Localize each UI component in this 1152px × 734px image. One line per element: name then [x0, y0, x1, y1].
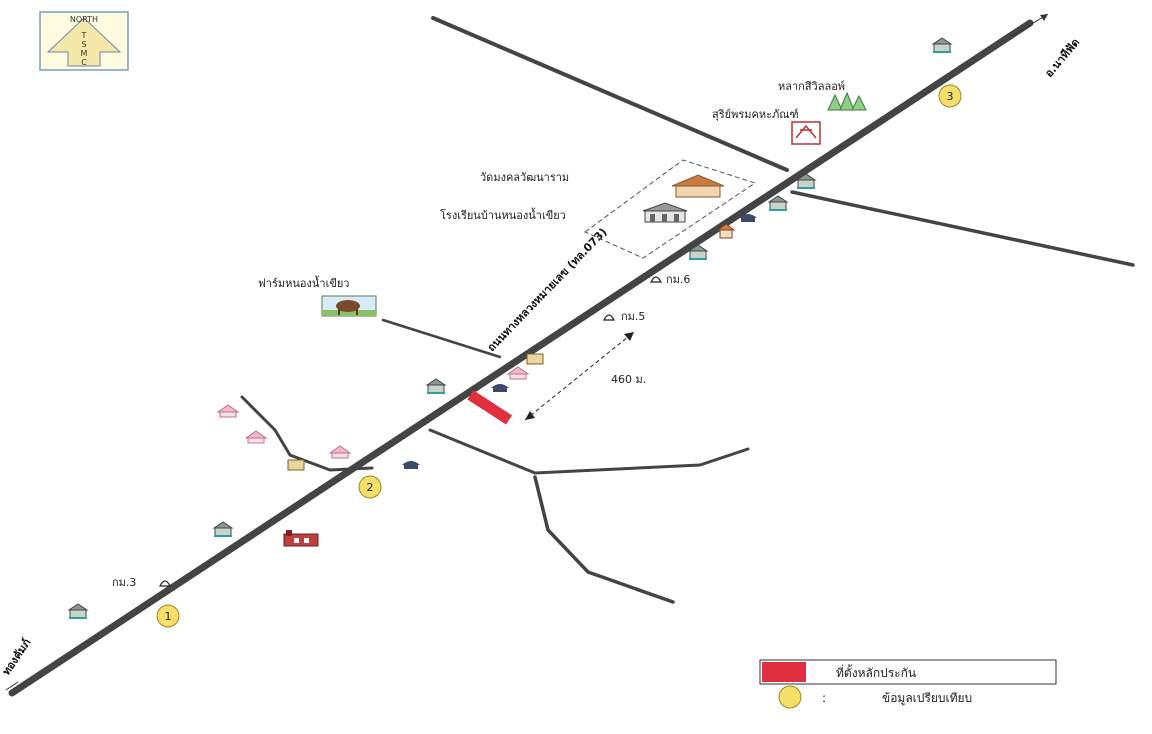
road-south-east — [428, 428, 750, 475]
farm-label: ฟาร์มหนองน้ำเขียว — [258, 275, 349, 290]
point-2-label: 2 — [367, 481, 374, 494]
km-marker-5: กม.5 — [603, 310, 645, 323]
legend-collateral-swatch — [762, 662, 806, 682]
road-farm — [381, 318, 502, 359]
north-destination: อ.นาทีฟัด — [1042, 36, 1082, 80]
legend-comparison-swatch — [778, 685, 802, 709]
km3-label: กม.3 — [112, 576, 136, 589]
road-south-west — [240, 395, 374, 472]
school-label: โรงเรียนบ้านหนองน้ำเขียว — [440, 207, 566, 222]
road-network — [8, 16, 1135, 697]
house-icon — [931, 37, 953, 53]
point-3-label: 3 — [947, 90, 954, 103]
farm-icon — [321, 295, 377, 317]
house-icon — [216, 404, 240, 418]
house-icon — [767, 195, 789, 211]
temple-area — [584, 159, 757, 259]
comparison-point-2: 2 — [358, 475, 382, 499]
house-icon — [716, 223, 736, 239]
compass-letter-2: S — [81, 40, 86, 49]
compass-letter-4: C — [81, 58, 87, 67]
distance-label: 460 ม. — [611, 373, 646, 386]
house-icon — [687, 244, 709, 260]
house-icons — [67, 37, 953, 619]
house-icon — [67, 603, 89, 619]
house-icon — [244, 430, 268, 444]
road-north-west — [431, 16, 789, 172]
compass-letter-3: M — [81, 49, 88, 58]
road-south — [533, 475, 675, 604]
main-highway — [8, 19, 1034, 697]
compass-title: NORTH — [70, 15, 98, 24]
tree-icon — [827, 91, 867, 111]
temple-icon — [671, 174, 725, 198]
north-compass: NORTH T S M C — [39, 11, 129, 71]
road-east — [790, 190, 1135, 267]
house-icon — [739, 214, 757, 222]
house-icon — [402, 461, 420, 469]
km-marker-3: กม.3 — [112, 576, 171, 589]
map-legend: ที่ตั้งหลักประกัน : ข้อมูลเปรียบเทียบ — [759, 659, 1057, 709]
comparison-point-1: 1 — [156, 604, 180, 628]
temple-label: วัดมงคลวัฒนาราม — [480, 171, 569, 184]
factory-icon — [283, 530, 319, 547]
house-icon — [328, 445, 352, 459]
legend-colon: : — [822, 691, 826, 705]
house-icon — [212, 521, 234, 537]
km-marker-6: กม.6 — [650, 273, 690, 286]
school-icon — [642, 202, 688, 223]
house-icon — [425, 378, 447, 394]
compass-letter-1: T — [81, 31, 87, 40]
point-1-label: 1 — [165, 610, 172, 623]
house-icon — [287, 459, 305, 471]
house-icon — [795, 173, 817, 189]
bank-label: สุริย์พรมคหะภัณฑ์ — [712, 108, 799, 121]
house-icon — [526, 353, 544, 365]
km5-label: กม.5 — [621, 310, 645, 323]
house-icon — [491, 384, 509, 392]
legend-collateral-label: ที่ตั้งหลักประกัน — [836, 664, 916, 680]
house-icon — [506, 366, 530, 380]
legend-comparison-label: ข้อมูลเปรียบเทียบ — [882, 691, 972, 706]
comparison-point-3: 3 — [938, 84, 962, 108]
km6-label: กม.6 — [666, 273, 690, 286]
bank-icon — [791, 121, 821, 145]
forest-label: หลากสีวิลลอพ์ — [778, 80, 845, 93]
south-destination: ทองคัมภ์ — [0, 636, 33, 677]
distance-indicator: 460 ม. — [524, 331, 646, 421]
collateral-location — [467, 390, 513, 425]
main-road-label: ถนนทางหลวงหมายเลข (ทล.073) — [485, 225, 610, 354]
